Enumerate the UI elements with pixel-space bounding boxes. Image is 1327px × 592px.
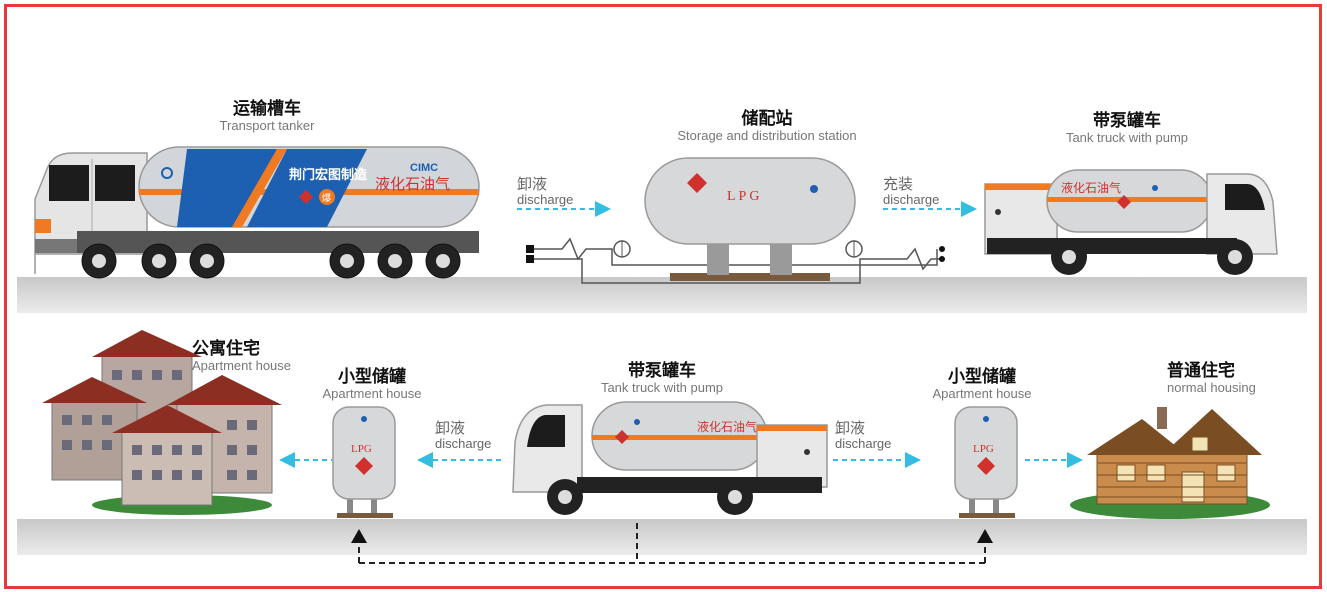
pump-truck-top: 液化石油气 — [984, 169, 1278, 275]
wooden-house-illustration — [1070, 407, 1270, 519]
flow-label-left: 卸液 discharge — [435, 419, 492, 451]
station-title: 储配站 — [741, 109, 793, 129]
small-tank-right-title: 小型储罐 — [948, 367, 1016, 387]
pump-truck-bottom-hazard-icon — [615, 430, 629, 444]
flow-label-2: 充装 discharge — [883, 175, 940, 207]
pump-truck-bottom: 液化石油气 — [512, 401, 828, 515]
small-tank-right-text: LPG — [973, 443, 994, 455]
storage-station: LPG — [526, 157, 945, 284]
flow-label-right-zh: 卸液 — [835, 419, 866, 437]
tanker-hazard-badge-icon — [319, 189, 335, 205]
apartment-title: 公寓住宅 — [192, 339, 260, 359]
flow-label-1-zh: 卸液 — [517, 175, 548, 193]
diagram-frame: 运输槽车 Transport tanker 储配站 Storage and di… — [4, 4, 1322, 589]
transport-tanker-title: 运输槽车 — [233, 99, 301, 119]
small-tank-left-hazard-icon — [355, 457, 373, 475]
pump-truck-bottom-subtitle: Tank truck with pump — [600, 379, 724, 395]
flow-label-2-en: discharge — [883, 191, 940, 207]
arrow-to-housing — [1025, 452, 1083, 468]
arrow-top-2 — [883, 201, 977, 217]
arrow-to-apartment — [279, 452, 332, 468]
tanker-hazard-text: 爆 — [322, 192, 331, 204]
flow-label-left-zh: 卸液 — [435, 419, 466, 437]
pump-truck-top-tank-text: 液化石油气 — [1061, 180, 1121, 195]
station-hazard-icon — [687, 173, 707, 193]
small-tank-left-text: LPG — [351, 443, 372, 455]
flow-label-right: 卸液 discharge — [835, 419, 892, 451]
flow-label-2-zh: 充装 — [883, 175, 914, 193]
pump-truck-top-subtitle: Tank truck with pump — [1065, 129, 1189, 145]
small-tank-right-hazard-icon — [977, 457, 995, 475]
tanker-product-text: 液化石油气 — [375, 175, 450, 193]
ground-strip-bottom — [17, 519, 1307, 555]
small-tank-left-title: 小型储罐 — [338, 367, 406, 387]
small-tank-right-label: 小型储罐 Apartment house — [917, 368, 1047, 401]
pump-truck-top-title: 带泵罐车 — [1093, 111, 1161, 131]
flow-label-left-en: discharge — [435, 435, 492, 451]
apartment-subtitle: Apartment house — [192, 357, 292, 373]
housing-label: 普通住宅 normal housing — [1167, 362, 1256, 395]
transport-tanker-subtitle: Transport tanker — [219, 117, 315, 133]
small-tank-right: LPG — [954, 406, 1018, 518]
hazard-diamond-icon — [299, 190, 313, 204]
pump-truck-top-hazard-icon — [1117, 195, 1131, 209]
station-label: 储配站 Storage and distribution station — [637, 110, 897, 143]
tanker-logo-icon — [161, 167, 173, 179]
arrow-bottom-right — [833, 452, 921, 468]
pump-truck-top-label: 带泵罐车 Tank truck with pump — [1037, 112, 1217, 145]
pump-truck-bottom-tank-text: 液化石油气 — [697, 419, 757, 434]
tanker-cimc-text: CIMC — [410, 162, 438, 174]
tanker-brand-text: 荆门宏图制造 — [289, 167, 368, 183]
flow-label-1-en: discharge — [517, 191, 574, 207]
station-tank-text: LPG — [727, 189, 762, 204]
arrow-top-1 — [517, 201, 611, 217]
apartment-label: 公寓住宅 Apartment house — [192, 340, 291, 373]
station-subtitle: Storage and distribution station — [677, 127, 857, 143]
station-logo-icon — [810, 185, 818, 193]
pump-truck-bottom-label: 带泵罐车 Tank truck with pump — [577, 362, 747, 395]
small-tank-left: LPG — [332, 406, 396, 518]
small-tank-left-subtitle: Apartment house — [322, 385, 422, 401]
arrow-bottom-left — [417, 452, 505, 468]
transport-tanker-label: 运输槽车 Transport tanker — [207, 100, 327, 133]
supply-loop-dashed — [351, 523, 993, 564]
small-tank-right-subtitle: Apartment house — [932, 385, 1032, 401]
transport-tanker-truck: 荆门宏图制造 液化石油气 CIMC 爆 — [34, 146, 480, 279]
flow-label-right-en: discharge — [835, 435, 892, 451]
flow-label-1: 卸液 discharge — [517, 175, 574, 207]
apartment-buildings-illustration — [42, 330, 282, 515]
housing-title: 普通住宅 — [1167, 361, 1235, 381]
pump-truck-bottom-title: 带泵罐车 — [628, 361, 696, 381]
small-tank-left-label: 小型储罐 Apartment house — [307, 368, 437, 401]
housing-subtitle: normal housing — [1167, 379, 1256, 395]
